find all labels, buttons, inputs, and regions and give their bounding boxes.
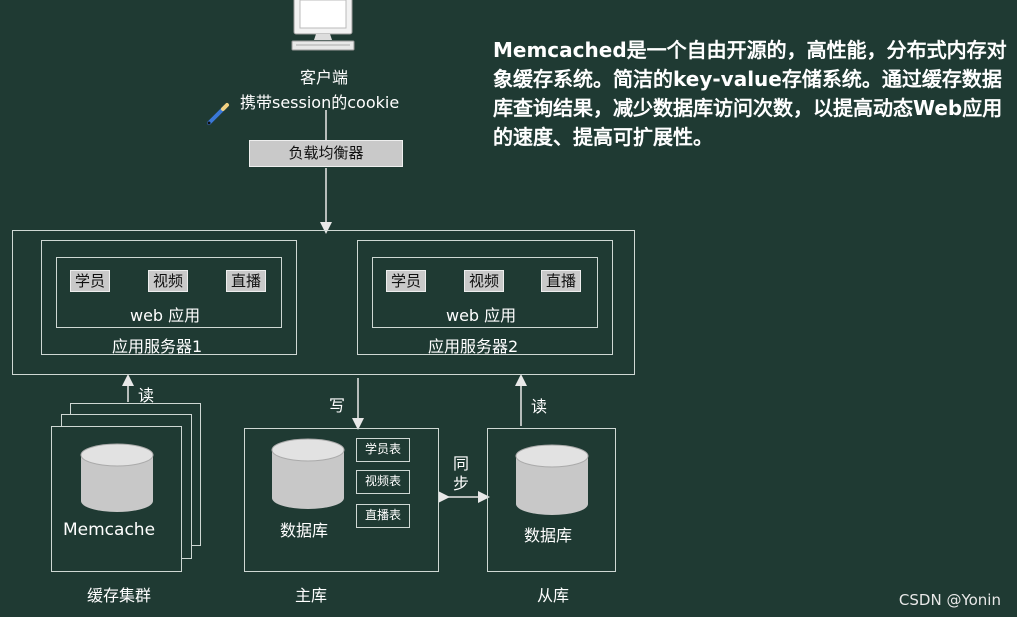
load-balancer-label: 负载均衡器 — [288, 144, 364, 162]
server-group — [12, 230, 635, 375]
description: Memcached是一个自由开源的，高性能，分布式内存对象缓存系统。简洁的key… — [493, 36, 1008, 152]
cache-caption: 缓存集群 — [87, 586, 152, 605]
read-label-left: 读 — [138, 386, 155, 405]
master-table-video: 视频表 — [356, 470, 410, 494]
master-caption: 主库 — [295, 586, 328, 605]
master-db-cylinder-icon — [271, 438, 345, 514]
client-sub-label: 携带session的cookie — [240, 93, 400, 112]
pencil-icon — [206, 102, 230, 126]
server1-tag-video: 视频 — [148, 270, 189, 292]
master-table-students: 学员表 — [356, 438, 410, 462]
app-server-2 — [357, 240, 613, 355]
web-app-2 — [372, 257, 598, 328]
cache-cylinder-icon — [80, 443, 154, 517]
server2-tag-students: 学员 — [386, 270, 427, 292]
app-server-1-label: 应用服务器1 — [112, 337, 203, 356]
slave-db-label: 数据库 — [524, 526, 573, 545]
description-text: 是一个自由开源的，高性能，分布式内存对象缓存系统。简洁的key-value存储系… — [493, 38, 1007, 149]
app-server-2-label: 应用服务器2 — [428, 337, 519, 356]
sync-label: 同 步 — [453, 454, 470, 493]
client-label: 客户端 — [300, 68, 349, 87]
server1-tag-live: 直播 — [226, 270, 267, 292]
web-app-2-label: web 应用 — [446, 306, 517, 325]
computer-icon — [288, 0, 358, 56]
description-brand: Memcached — [493, 38, 627, 62]
watermark: CSDN @Yonin — [898, 591, 1001, 609]
master-db-box — [244, 428, 439, 572]
server2-tag-live: 直播 — [541, 270, 582, 292]
server1-tag-students: 学员 — [70, 270, 111, 292]
web-app-1-label: web 应用 — [130, 306, 201, 325]
read-label-right: 读 — [531, 397, 548, 416]
app-server-1 — [41, 240, 297, 355]
load-balancer-box: 负载均衡器 — [249, 140, 403, 167]
web-app-1 — [56, 257, 282, 328]
write-label: 写 — [329, 396, 346, 415]
server2-tag-video: 视频 — [464, 270, 505, 292]
cache-cylinder-label: Memcache — [63, 520, 156, 540]
master-table-live: 直播表 — [356, 504, 410, 528]
slave-caption: 从库 — [537, 586, 570, 605]
slave-db-cylinder-icon — [515, 444, 589, 520]
slave-db-box — [487, 428, 616, 572]
master-db-label: 数据库 — [280, 521, 329, 540]
